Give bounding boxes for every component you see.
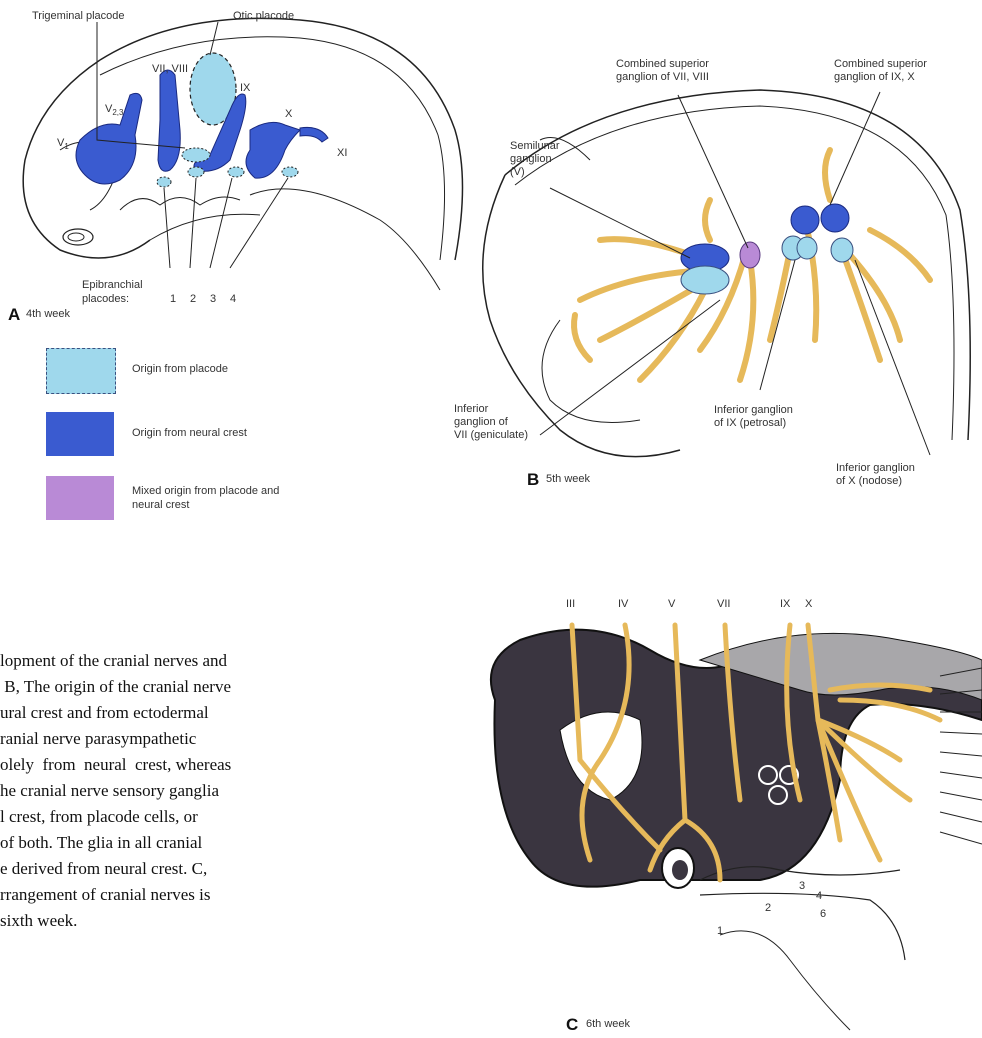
nerve-label-iv: IV [618,598,628,611]
arch-label-2: 2 [765,902,771,915]
arch-label-4: 4 [816,890,822,903]
nerve-label-ix: IX [780,598,790,611]
nerve-label-iii: III [566,598,575,611]
nerve-label-v: V [668,598,675,611]
nerve-label-x: X [805,598,812,611]
nerve-label-vii: VII [717,598,730,611]
figure-caption: lopment of the cranial nerves and B, The… [0,648,420,934]
arch-label-3: 3 [799,880,805,893]
panel-c-letter: C [566,1015,578,1035]
panel-c-week: 6th week [586,1018,630,1030]
arch-label-6: 6 [820,908,826,921]
arch-label-1: 1 [717,925,723,938]
